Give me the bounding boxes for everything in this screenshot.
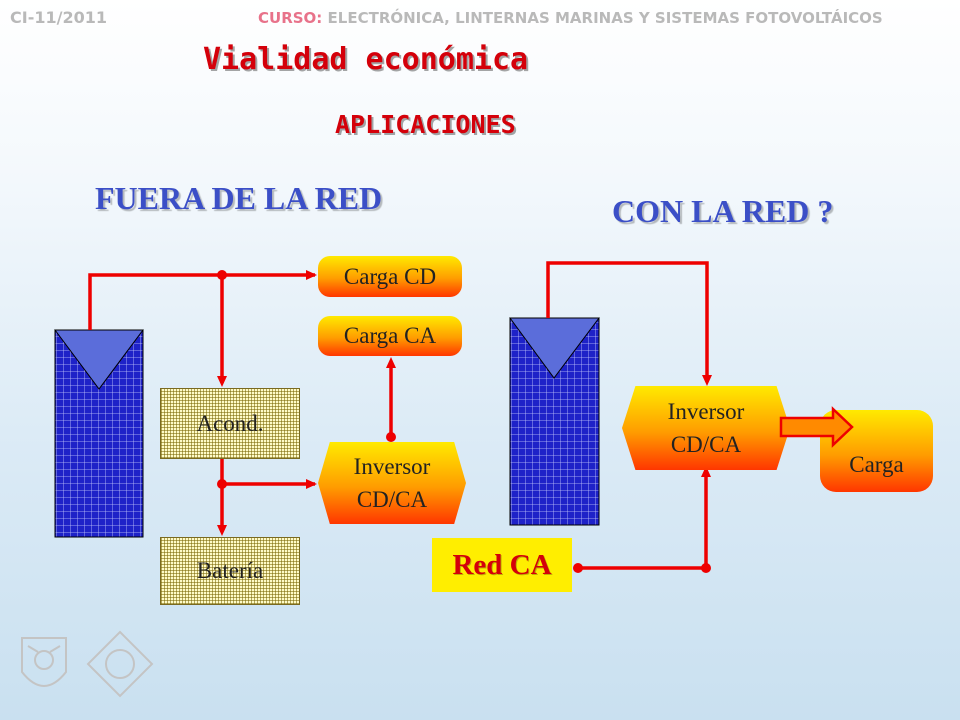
- on-grid-heading: CON LA RED ?: [612, 193, 834, 229]
- junction-dots: [217, 270, 711, 573]
- acondicionador-box: Acond.: [160, 388, 300, 459]
- slide-code: CI-11/2011: [10, 8, 107, 27]
- carga-ca-box: Carga CA: [318, 316, 462, 356]
- inversor-offgrid-box: Inversor CD/CA: [318, 442, 466, 524]
- course-prefix: CURSO:: [258, 9, 323, 27]
- carga-cd-box: Carga CD: [318, 256, 462, 297]
- arrowheads: [217, 270, 712, 536]
- inversor-ongrid-box: Inversor CD/CA: [622, 386, 790, 470]
- university-shield-logo: [21, 637, 67, 687]
- solar-panel-left: [54, 329, 144, 538]
- solar-panel-right: [509, 317, 600, 526]
- slide-title: Vialidad económica: [203, 42, 529, 77]
- course-name: ELECTRÓNICA, LINTERNAS MARINAS Y SISTEMA…: [327, 9, 883, 27]
- red-ca-box: Red CA: [432, 538, 572, 592]
- faculty-diamond-logo: [86, 630, 154, 698]
- slide-subtitle: APLICACIONES: [335, 110, 516, 139]
- course-header: CURSO: ELECTRÓNICA, LINTERNAS MARINAS Y …: [258, 9, 883, 27]
- bateria-box: Batería: [160, 537, 300, 605]
- off-grid-heading: FUERA DE LA RED: [95, 180, 383, 216]
